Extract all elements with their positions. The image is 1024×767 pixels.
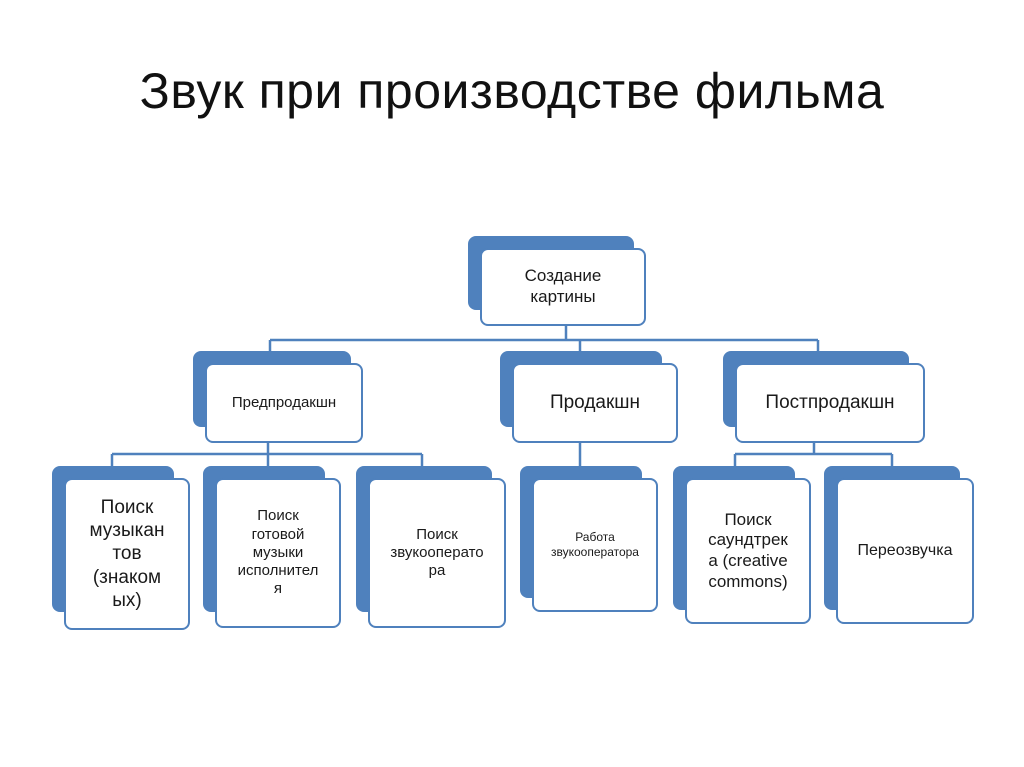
node-pre-find-ready-music-label: Поиск готовой музыки исполнител я [237, 507, 319, 598]
node-post-dubbing-label: Переозвучка [857, 542, 953, 560]
node-post-find-soundtrack-label: Поиск саундтрек а (creative commons) [708, 509, 788, 591]
node-production-label: Продакшн [549, 392, 641, 414]
node-pre-find-musicians-label: Поиск музыкан тов (знаком ых) [89, 497, 165, 611]
node-prod-sound-engineer-work-label: Работа звукооператора [551, 530, 639, 559]
node-preproduction-label: Предпродакшн [231, 393, 337, 411]
slide-title: Звук при производстве фильма [139, 63, 885, 119]
node-root-label: Создание картины [524, 266, 602, 306]
node-pre-find-sound-engineer-label: Поиск звукооперато ра [390, 525, 484, 580]
node-postproduction-label: Постпродакшн [765, 392, 895, 414]
